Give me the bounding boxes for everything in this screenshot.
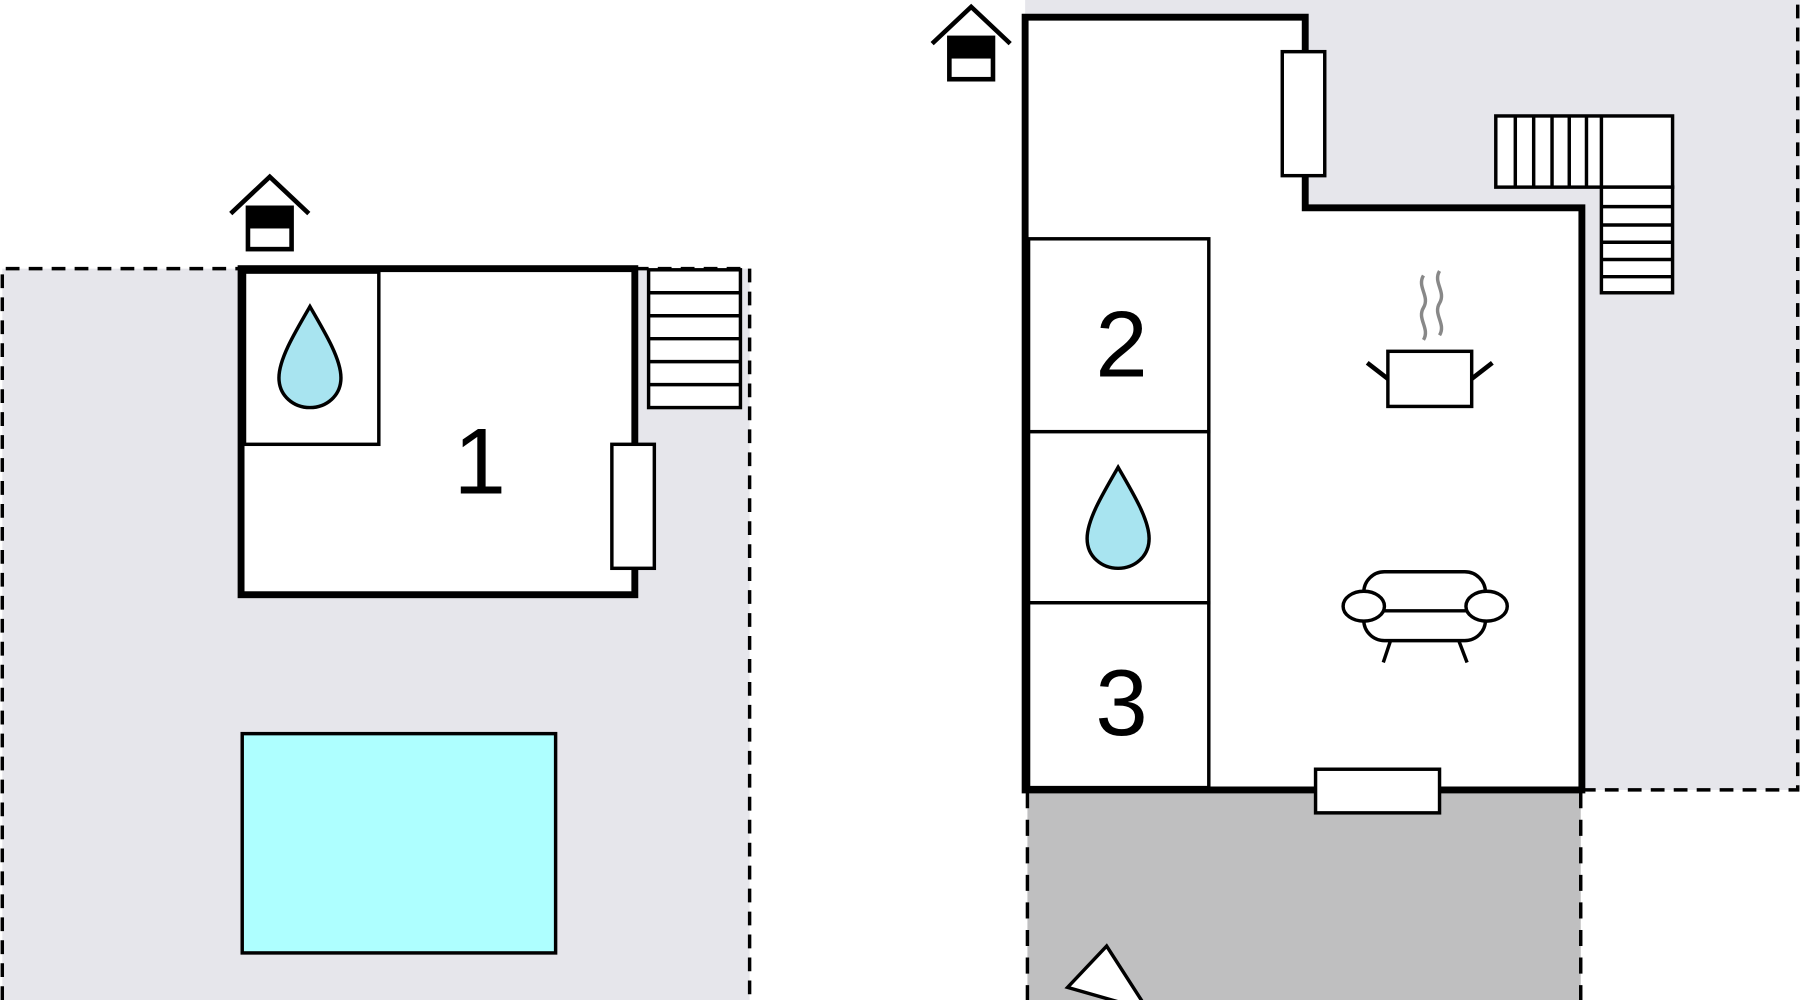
stairs-icon xyxy=(1494,114,1675,295)
window-icon xyxy=(610,442,657,571)
entrance-house-icon xyxy=(932,7,1010,79)
door-icon xyxy=(1313,767,1442,815)
terrace xyxy=(1025,792,1583,1000)
room-label-3: 3 xyxy=(1095,650,1147,755)
bedroom-3 xyxy=(1026,601,1211,790)
sofa-icon xyxy=(1341,570,1509,664)
compass-arrow-icon xyxy=(1064,943,1144,1000)
room-label-1: 1 xyxy=(454,409,506,514)
kitchen-pot-icon xyxy=(1365,270,1494,409)
building-left: 1 xyxy=(237,265,657,599)
pool xyxy=(240,731,558,955)
building-right: 2 3 xyxy=(1021,13,1586,815)
stairs-icon xyxy=(646,268,743,410)
entrance-house-icon xyxy=(231,177,309,249)
room-label-2: 2 xyxy=(1095,292,1147,397)
bedroom-2 xyxy=(1026,237,1211,434)
window-icon xyxy=(1280,49,1327,178)
